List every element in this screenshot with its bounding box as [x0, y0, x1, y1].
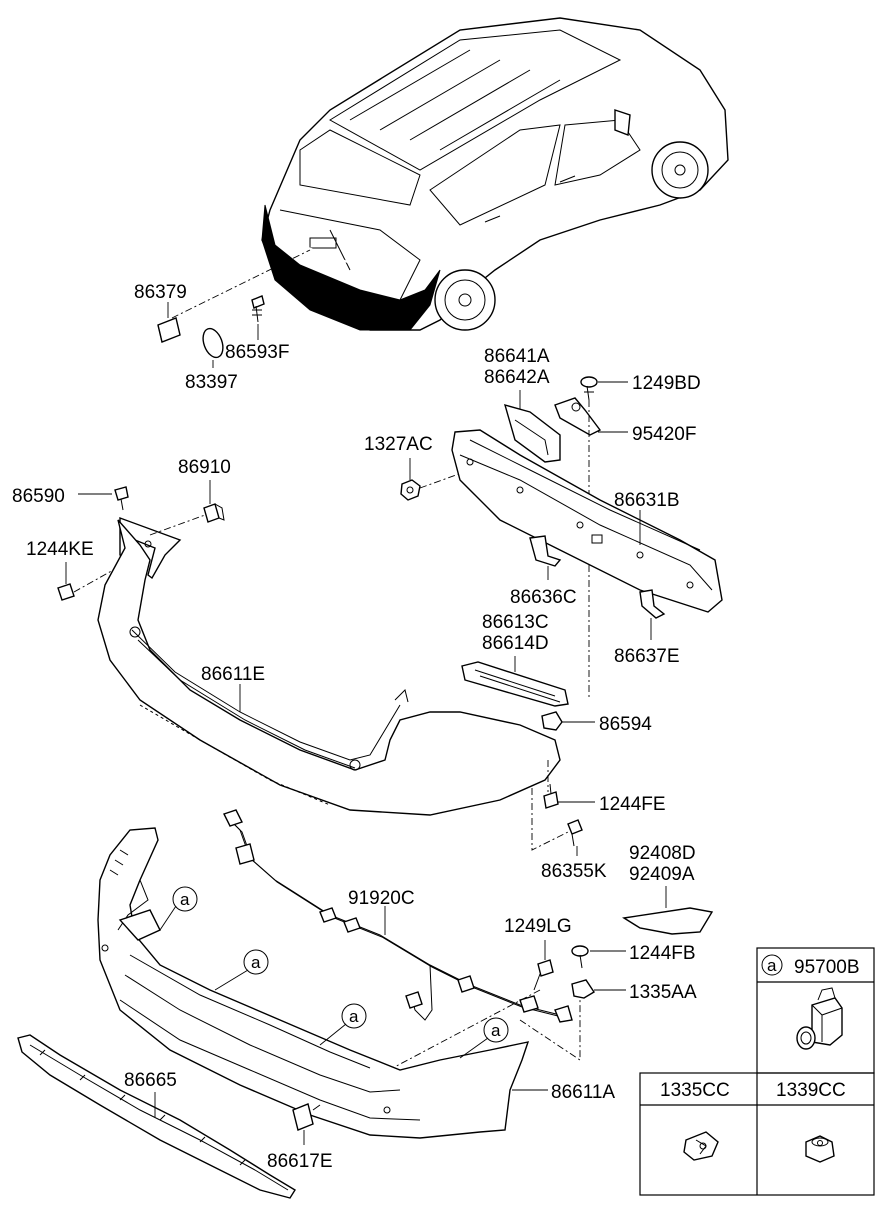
- part-86641A-bracket: [503, 403, 561, 463]
- label-92408D: 92408D: [629, 843, 696, 864]
- label-86614D: 86614D: [482, 633, 549, 654]
- part-83397-grommet: [202, 327, 224, 359]
- callout-a-4: a: [459, 1017, 509, 1059]
- svg-text:a: a: [349, 1007, 359, 1026]
- label-86594: 86594: [599, 714, 652, 735]
- label-1335AA: 1335AA: [629, 982, 697, 1003]
- svg-text:a: a: [251, 953, 261, 972]
- callout-a-1: a: [159, 886, 198, 931]
- label-86910: 86910: [178, 457, 231, 478]
- part-86617E-cap: [292, 1103, 321, 1131]
- part-1244FB-screw: [571, 945, 589, 969]
- label-86613C: 86613C: [482, 612, 549, 633]
- label-1244KE: 1244KE: [26, 539, 94, 560]
- part-1249BD-bolt: [580, 376, 598, 401]
- part-1244FE-screw: [543, 783, 559, 809]
- part-86910-retainer: [203, 503, 225, 523]
- label-91920C: 91920C: [348, 888, 415, 909]
- part-86379-cap: [157, 317, 181, 343]
- legend-callout-letter: a: [767, 956, 777, 975]
- label-1327AC: 1327AC: [364, 434, 433, 455]
- label-1249BD: 1249BD: [632, 373, 701, 394]
- label-86611E: 86611E: [201, 664, 265, 685]
- label-86641A: 86641A: [484, 346, 550, 367]
- label-86593F: 86593F: [225, 342, 289, 363]
- part-86613C-absorber: [461, 661, 569, 707]
- part-95420F-bracket: [554, 397, 602, 436]
- part-86665-lower-trim: [17, 1034, 296, 1199]
- callout-a-3: a: [319, 1003, 367, 1046]
- vehicle-illustration: [261, 17, 729, 331]
- label-86379: 86379: [134, 282, 187, 303]
- part-86611E-bumper-cover: [97, 519, 561, 816]
- label-92409A: 92409A: [629, 864, 695, 885]
- callout-a-2: a: [214, 949, 269, 991]
- legend-callout-a: [761, 954, 783, 976]
- label-86642A: 86642A: [484, 367, 550, 388]
- part-1335AA-clip: [571, 979, 595, 999]
- part-86590-clip: [114, 486, 129, 511]
- part-86637E-bracket: [639, 589, 666, 619]
- label-1244FB: 1244FB: [629, 943, 696, 964]
- part-86355K-screw: [567, 819, 583, 847]
- label-86636C: 86636C: [510, 587, 577, 608]
- nut-1339cc-icon: [805, 1135, 835, 1163]
- legend-1335CC: 1335CC: [660, 1080, 730, 1101]
- label-95420F: 95420F: [632, 424, 696, 445]
- part-86631B-beam: [451, 429, 723, 613]
- part-1327AC-nut: [400, 479, 421, 501]
- label-86631B: 86631B: [614, 490, 680, 511]
- legend-1339CC: 1339CC: [776, 1080, 846, 1101]
- clip-1335cc-icon: [683, 1131, 719, 1161]
- legend-95700B: 95700B: [794, 957, 860, 978]
- label-86355K: 86355K: [541, 861, 607, 882]
- part-86594-clip: [541, 711, 563, 731]
- part-1249LG-bolt: [533, 959, 554, 991]
- label-86637E: 86637E: [614, 646, 680, 667]
- label-86617E: 86617E: [267, 1151, 333, 1172]
- label-86611A: 86611A: [551, 1082, 615, 1103]
- svg-text:a: a: [180, 890, 190, 909]
- part-91920C-wiring: [223, 809, 573, 1023]
- label-86665: 86665: [124, 1070, 177, 1091]
- leader-car-to-cap: [171, 249, 311, 319]
- part-1244KE-screw: [57, 583, 75, 601]
- part-86611A-bumper-cover: [97, 827, 530, 1139]
- label-83397: 83397: [185, 372, 238, 393]
- label-1249LG: 1249LG: [504, 916, 572, 937]
- part-86593F-screw: [251, 295, 265, 323]
- label-86590: 86590: [12, 486, 65, 507]
- part-86636C-bracket: [529, 535, 562, 567]
- svg-text:a: a: [491, 1021, 501, 1040]
- parking-sensor-icon: [796, 987, 843, 1050]
- label-1244FE: 1244FE: [599, 794, 666, 815]
- legend-table: [639, 947, 875, 1196]
- part-92408D-reflector: [622, 907, 714, 935]
